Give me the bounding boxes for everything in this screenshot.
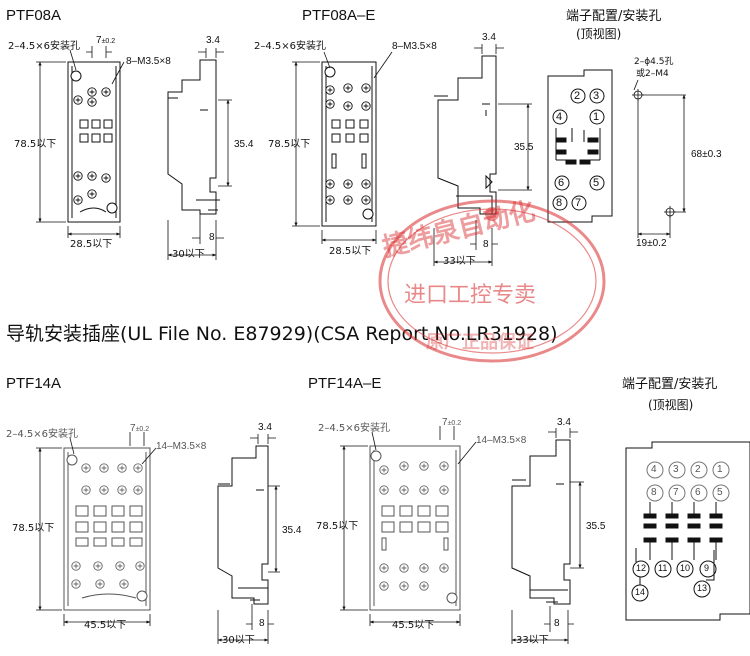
ptf14ae-side-dimensions	[511, 428, 584, 644]
top-holes-diagram	[632, 79, 686, 238]
ptf14ae-screws-label: 14–M3.5×8	[476, 435, 527, 446]
top-pitch-h-label: 19±0.2	[636, 238, 667, 249]
top-terminal-1: 1	[593, 111, 600, 123]
bottom-terminal-subtitle: (顶视图)	[648, 398, 694, 412]
top-pitch-v-label: 68±0.3	[691, 149, 722, 160]
bottom-terminal-7: 7	[673, 487, 679, 498]
ptf14a-mount-holes-label: 2–4.5×6安装孔	[6, 429, 79, 440]
bottom-terminal-4: 4	[651, 464, 657, 475]
ptf08a-mount-holes-label: 2–4.5×6安装孔	[8, 41, 81, 52]
ptf14a-side-mid-label: 35.4	[282, 525, 302, 536]
ptf14a-dimensions	[36, 432, 157, 626]
ptf08ae-screws-label: 8–M3.5×8	[392, 41, 437, 52]
bottom-terminal-1: 1	[717, 464, 723, 475]
ptf14a-side-view	[217, 445, 269, 605]
ptf14ae-side-top-label: 3.4	[557, 417, 571, 428]
bottom-terminal-14: 14	[635, 587, 646, 597]
bottom-terminal-title: 端子配置/安装孔	[622, 377, 718, 392]
ptf08ae-height-label: 78.5以下	[268, 139, 311, 150]
bottom-terminal-2: 2	[695, 464, 701, 475]
ptf14ae-mount-holes-label: 2–4.5×6安装孔	[318, 423, 391, 434]
bottom-terminal-3: 3	[673, 464, 679, 475]
ptf08a-screws-label: 8–M3.5×8	[126, 56, 171, 67]
ptf08a-side-rail-label: 8	[209, 232, 215, 243]
ptf08a-dimensions	[36, 46, 125, 238]
top-terminal-3: 3	[593, 90, 600, 102]
ptf14ae-pitch-tol: ±0.2	[447, 420, 462, 427]
ptf08a-pitch-value: 7	[96, 35, 102, 46]
top-terminal-6: 6	[558, 177, 565, 189]
ptf14a-side-top-label: 3.4	[258, 422, 272, 433]
ptf14a-height-label: 78.5以下	[12, 523, 55, 534]
bottom-terminal-10: 10	[680, 563, 691, 573]
bottom-terminal-9: 9	[704, 563, 710, 573]
top-terminal-subtitle: (顶视图)	[576, 27, 622, 41]
ptf08a-title: PTF08A	[6, 7, 62, 24]
bottom-terminal-5: 5	[717, 487, 723, 498]
ptf14a-side-rail-label: 8	[259, 618, 265, 629]
top-holes-label-2: 或2–M4	[636, 69, 669, 79]
ptf14a-width-label: 45.5以下	[84, 620, 127, 631]
ptf14ae-width-label: 45.5以下	[392, 620, 435, 631]
ptf14a-screws-label: 14–M3.5×8	[156, 441, 207, 452]
ptf14a-side-dimensions	[217, 434, 280, 644]
watermark-line2: 进口工控专卖	[404, 283, 537, 308]
ptf08ae-title: PTF08A–E	[302, 7, 376, 24]
ptf08ae-side-view	[434, 55, 497, 215]
bottom-terminal-11: 11	[658, 563, 668, 573]
ptf14ae-side-mid-label: 35.5	[586, 521, 606, 532]
ptf14ae-dimensions	[340, 426, 477, 626]
ptf14ae-pitch-label: 7±0.2	[442, 418, 461, 428]
top-terminal-diagram	[547, 69, 613, 223]
bottom-terminal-6: 6	[695, 487, 701, 498]
top-terminal-5: 5	[593, 177, 600, 189]
ptf08a-width-label: 28.5以下	[70, 239, 113, 250]
top-terminal-4: 4	[556, 111, 563, 123]
top-terminal-2: 2	[574, 90, 581, 102]
ptf14ae-pitch-value: 7	[442, 417, 448, 428]
ptf08a-pitch-tol: ±0.2	[101, 38, 116, 45]
ptf08a-side-mid-label: 35.4	[234, 139, 254, 150]
bottom-terminal-12: 12	[636, 563, 647, 573]
bottom-terminal-diagram	[625, 441, 750, 621]
ptf08ae-mount-holes-label: 2–4.5×6安装孔	[254, 41, 327, 52]
ptf14a-pitch-label: 7±0.2	[130, 424, 149, 434]
ptf08a-side-view	[167, 59, 220, 215]
ptf08ae-side-top-label: 3.4	[482, 32, 496, 43]
ptf08ae-dimensions	[292, 51, 393, 244]
ptf14ae-side-rail-label: 8	[554, 618, 560, 629]
top-terminal-title: 端子配置/安装孔	[566, 9, 662, 24]
ptf08a-front-view	[67, 61, 121, 223]
ptf14ae-title: PTF14A–E	[308, 375, 382, 392]
ptf08a-height-label: 78.5以下	[14, 139, 57, 150]
bottom-terminal-8: 8	[651, 487, 657, 498]
ptf08ae-front-view	[321, 61, 377, 227]
top-holes-label-1: 2–ϕ4.5孔	[634, 57, 674, 67]
bottom-terminal-13: 13	[697, 583, 708, 593]
ptf14ae-front-view	[369, 445, 461, 611]
ptf08ae-side-mid-label: 35.5	[514, 142, 534, 153]
ptf14ae-side-view	[511, 439, 571, 605]
ptf08ae-width-label: 28.5以下	[329, 246, 372, 257]
ptf14ae-height-label: 78.5以下	[316, 521, 359, 532]
ptf08a-side-dimensions	[167, 48, 232, 260]
ptf14a-pitch-value: 7	[130, 423, 136, 434]
ptf14a-title: PTF14A	[6, 375, 62, 392]
ptf14a-pitch-tol: ±0.2	[135, 426, 150, 433]
ptf14a-front-view	[63, 447, 151, 611]
watermark-line3: 原厂正品保证	[426, 332, 534, 353]
ptf08a-pitch-label: 7±0.2	[96, 36, 115, 46]
ptf08a-side-top-label: 3.4	[206, 35, 220, 46]
